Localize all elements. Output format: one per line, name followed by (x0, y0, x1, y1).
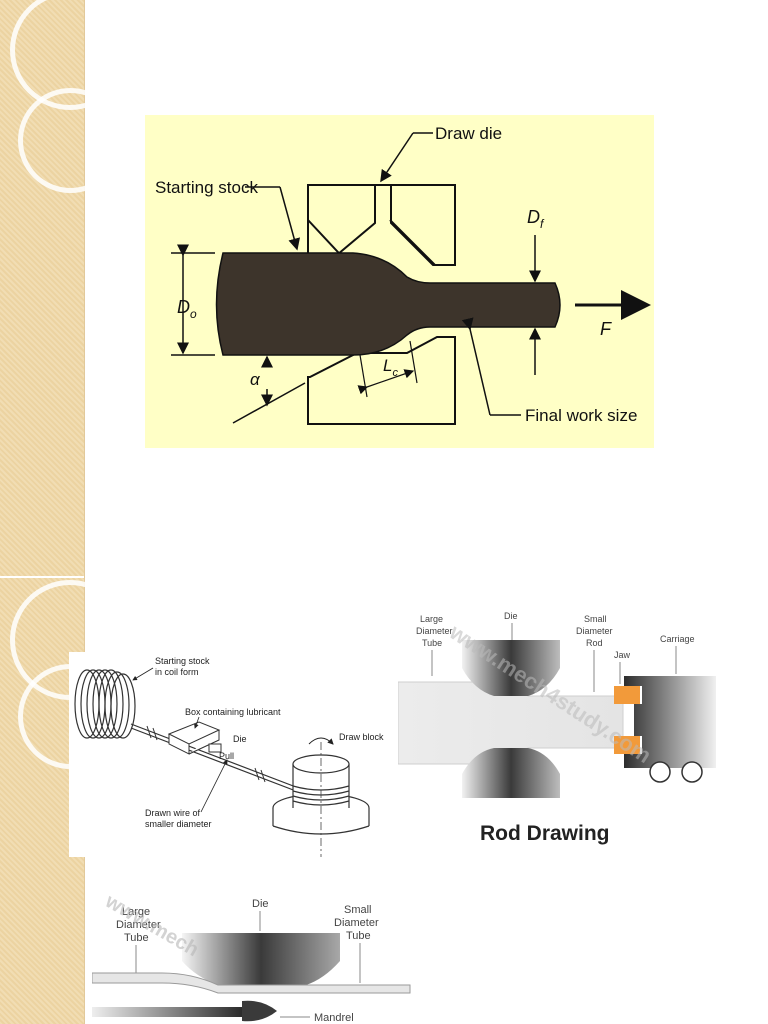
coil-label-line-2: in coil form (155, 667, 199, 677)
tube-drawing-svg: Large Diameter Tube Die Small Diameter T… (92, 895, 411, 1024)
decorative-ring (18, 88, 123, 193)
tube-small-label-3: Tube (346, 930, 371, 942)
lc-ext-right (409, 340, 418, 384)
final-work-size-label: Final work size (525, 406, 637, 425)
d0-label: Do (177, 297, 197, 321)
tube-large-label-2: Diameter (116, 919, 161, 931)
small-diameter-label-1: Small (584, 614, 607, 624)
rod-drawing-title: Rod Drawing (480, 822, 610, 845)
force-label: F (600, 319, 612, 339)
wire-line-2 (130, 727, 310, 797)
coil-leader (132, 667, 154, 681)
rod-drawing-diagram: Large Diameter Tube Die Small Diameter R… (398, 606, 716, 846)
break-marks (146, 725, 266, 783)
lc-dim-line (357, 369, 415, 395)
box-label: Box containing lubricant (185, 707, 281, 717)
wire-drawing-svg: Starting stock in coil form Box containi… (74, 656, 384, 857)
carriage (624, 676, 716, 768)
rod-bottom-die (462, 748, 560, 798)
jaw-bottom (614, 736, 640, 754)
die-label: Die (504, 611, 518, 621)
slide-divider (0, 576, 84, 578)
large-diameter-label-2: Diameter (416, 626, 453, 636)
rotation-arrow (308, 737, 334, 745)
coil (74, 669, 136, 739)
alpha-line (232, 382, 306, 424)
draw-die-label: Draw die (435, 124, 502, 143)
carriage-label: Carriage (660, 634, 695, 644)
wire-die (208, 743, 222, 753)
starting-stock-label: Starting stock (155, 178, 258, 197)
rod-top-die (462, 640, 560, 696)
draw-die-leader-arrow (380, 132, 414, 183)
drawn-wire-label-2: smaller diameter (145, 819, 212, 829)
tube-drawing-diagram: Large Diameter Tube Die Small Diameter T… (92, 895, 412, 1024)
wire-line (130, 723, 310, 793)
drawn-wire-leader (200, 759, 228, 813)
tube-die-label: Die (252, 898, 269, 910)
final-work-leader (461, 317, 491, 416)
drawn-wire-label-1: Drawn wire of (145, 808, 201, 818)
large-diameter-label-3: Tube (422, 638, 442, 648)
rod-drawing-svg: Large Diameter Tube Die Small Diameter R… (398, 611, 716, 845)
carriage-wheel (649, 761, 671, 783)
mandrel-tip (242, 1000, 277, 1022)
die-label: Die (233, 734, 247, 744)
alpha-label: α (250, 370, 261, 389)
mandrel (92, 1007, 252, 1017)
decorative-side-strip (0, 0, 130, 1024)
pull-label: Pull (219, 751, 234, 761)
tube-small-label-1: Small (344, 904, 372, 916)
jaw-label: Jaw (614, 650, 631, 660)
tube-die (182, 933, 340, 985)
tube-small-label-2: Diameter (334, 917, 379, 929)
draw-die-svg: Do Df F Draw die Starting stock α Lc Fin… (155, 124, 651, 425)
lubricant-box (167, 721, 221, 755)
workpiece (215, 252, 561, 356)
tube-wall (92, 972, 411, 994)
large-diameter-label-1: Large (420, 614, 443, 624)
wire-drawing-diagram: Starting stock in coil form Box containi… (69, 652, 401, 857)
box-leader (194, 716, 200, 729)
df-label: Df (527, 207, 545, 231)
tube-large-label-3: Tube (124, 932, 149, 944)
starting-stock-leader-arrow (279, 186, 301, 251)
small-diameter-label-2: Diameter (576, 626, 613, 636)
coil-label-line-1: Starting stock (155, 656, 210, 666)
draw-die-diagram: Do Df F Draw die Starting stock α Lc Fin… (145, 115, 654, 448)
tube-large-label-1: Large (122, 906, 150, 918)
jaw-top (614, 686, 640, 704)
lc-label: Lc (383, 356, 398, 379)
carriage-wheel (681, 761, 703, 783)
small-diameter-label-3: Rod (586, 638, 603, 648)
draw-block-label: Draw block (339, 732, 384, 742)
mandrel-label: Mandrel (314, 1012, 354, 1024)
